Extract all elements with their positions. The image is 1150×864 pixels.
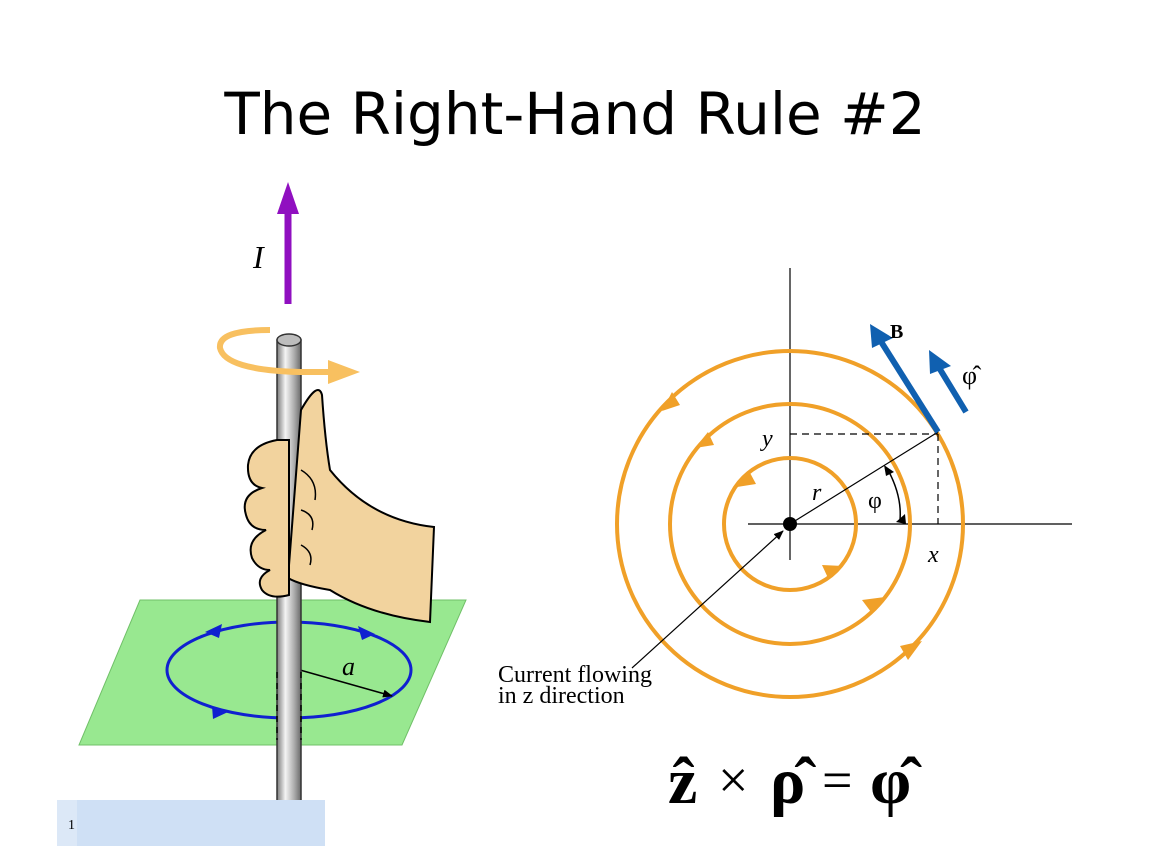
x-label: x: [927, 542, 939, 568]
right-figure: y x r φ B φ̂ Current flowing in z direct…: [498, 268, 1072, 709]
eq-equals: =: [822, 750, 852, 810]
eq-phi-hat: φ̂: [870, 745, 922, 818]
rod-top: [276, 333, 302, 347]
loop-arrow-top-right: [358, 626, 375, 640]
r-line: [789, 431, 939, 525]
hand: [243, 389, 436, 624]
current-label: I: [252, 239, 265, 275]
y-label: y: [760, 426, 773, 452]
field-arrow: [662, 392, 680, 411]
left-figure: a I: [78, 182, 467, 837]
field-circle-middle: [668, 402, 912, 646]
eq-cross: ×: [718, 750, 748, 810]
curl-arrow: [217, 327, 330, 375]
eq-z-hat: ẑ: [668, 745, 697, 818]
r-label: r: [812, 480, 822, 506]
field-arrow: [862, 597, 885, 612]
field-arrow: [900, 641, 922, 660]
field-circle-inner: [722, 456, 858, 592]
footer-bar: [57, 800, 325, 846]
eq-rho-hat: ρ̂: [770, 745, 816, 818]
annotation-line2: in z direction: [498, 683, 625, 709]
field-arrow: [822, 565, 843, 578]
loop-arrow-bottom: [212, 706, 228, 719]
b-field-arrow: [877, 338, 941, 434]
phi-hat-label: φ̂: [962, 361, 982, 390]
slide-number: 1: [68, 818, 75, 833]
b-label: B: [890, 321, 903, 343]
phi-arc: [887, 469, 901, 521]
phi-label: φ: [868, 488, 882, 514]
loop-arrow-top-left: [205, 624, 222, 638]
field-arrow: [737, 471, 756, 487]
cross-product-equation: ẑ × ρ̂ = φ̂: [668, 745, 922, 818]
footer-bar-accent: [57, 800, 77, 846]
radius-line: [299, 669, 393, 698]
annotation-line1: Current flowing: [498, 662, 652, 688]
field-arrow: [695, 432, 714, 448]
annotation-pointer: [631, 530, 784, 669]
radius-label: a: [342, 652, 355, 681]
slide-title: The Right-Hand Rule #2: [224, 80, 926, 148]
field-circle-outer: [615, 349, 965, 699]
phi-hat-arrow: [935, 364, 969, 414]
